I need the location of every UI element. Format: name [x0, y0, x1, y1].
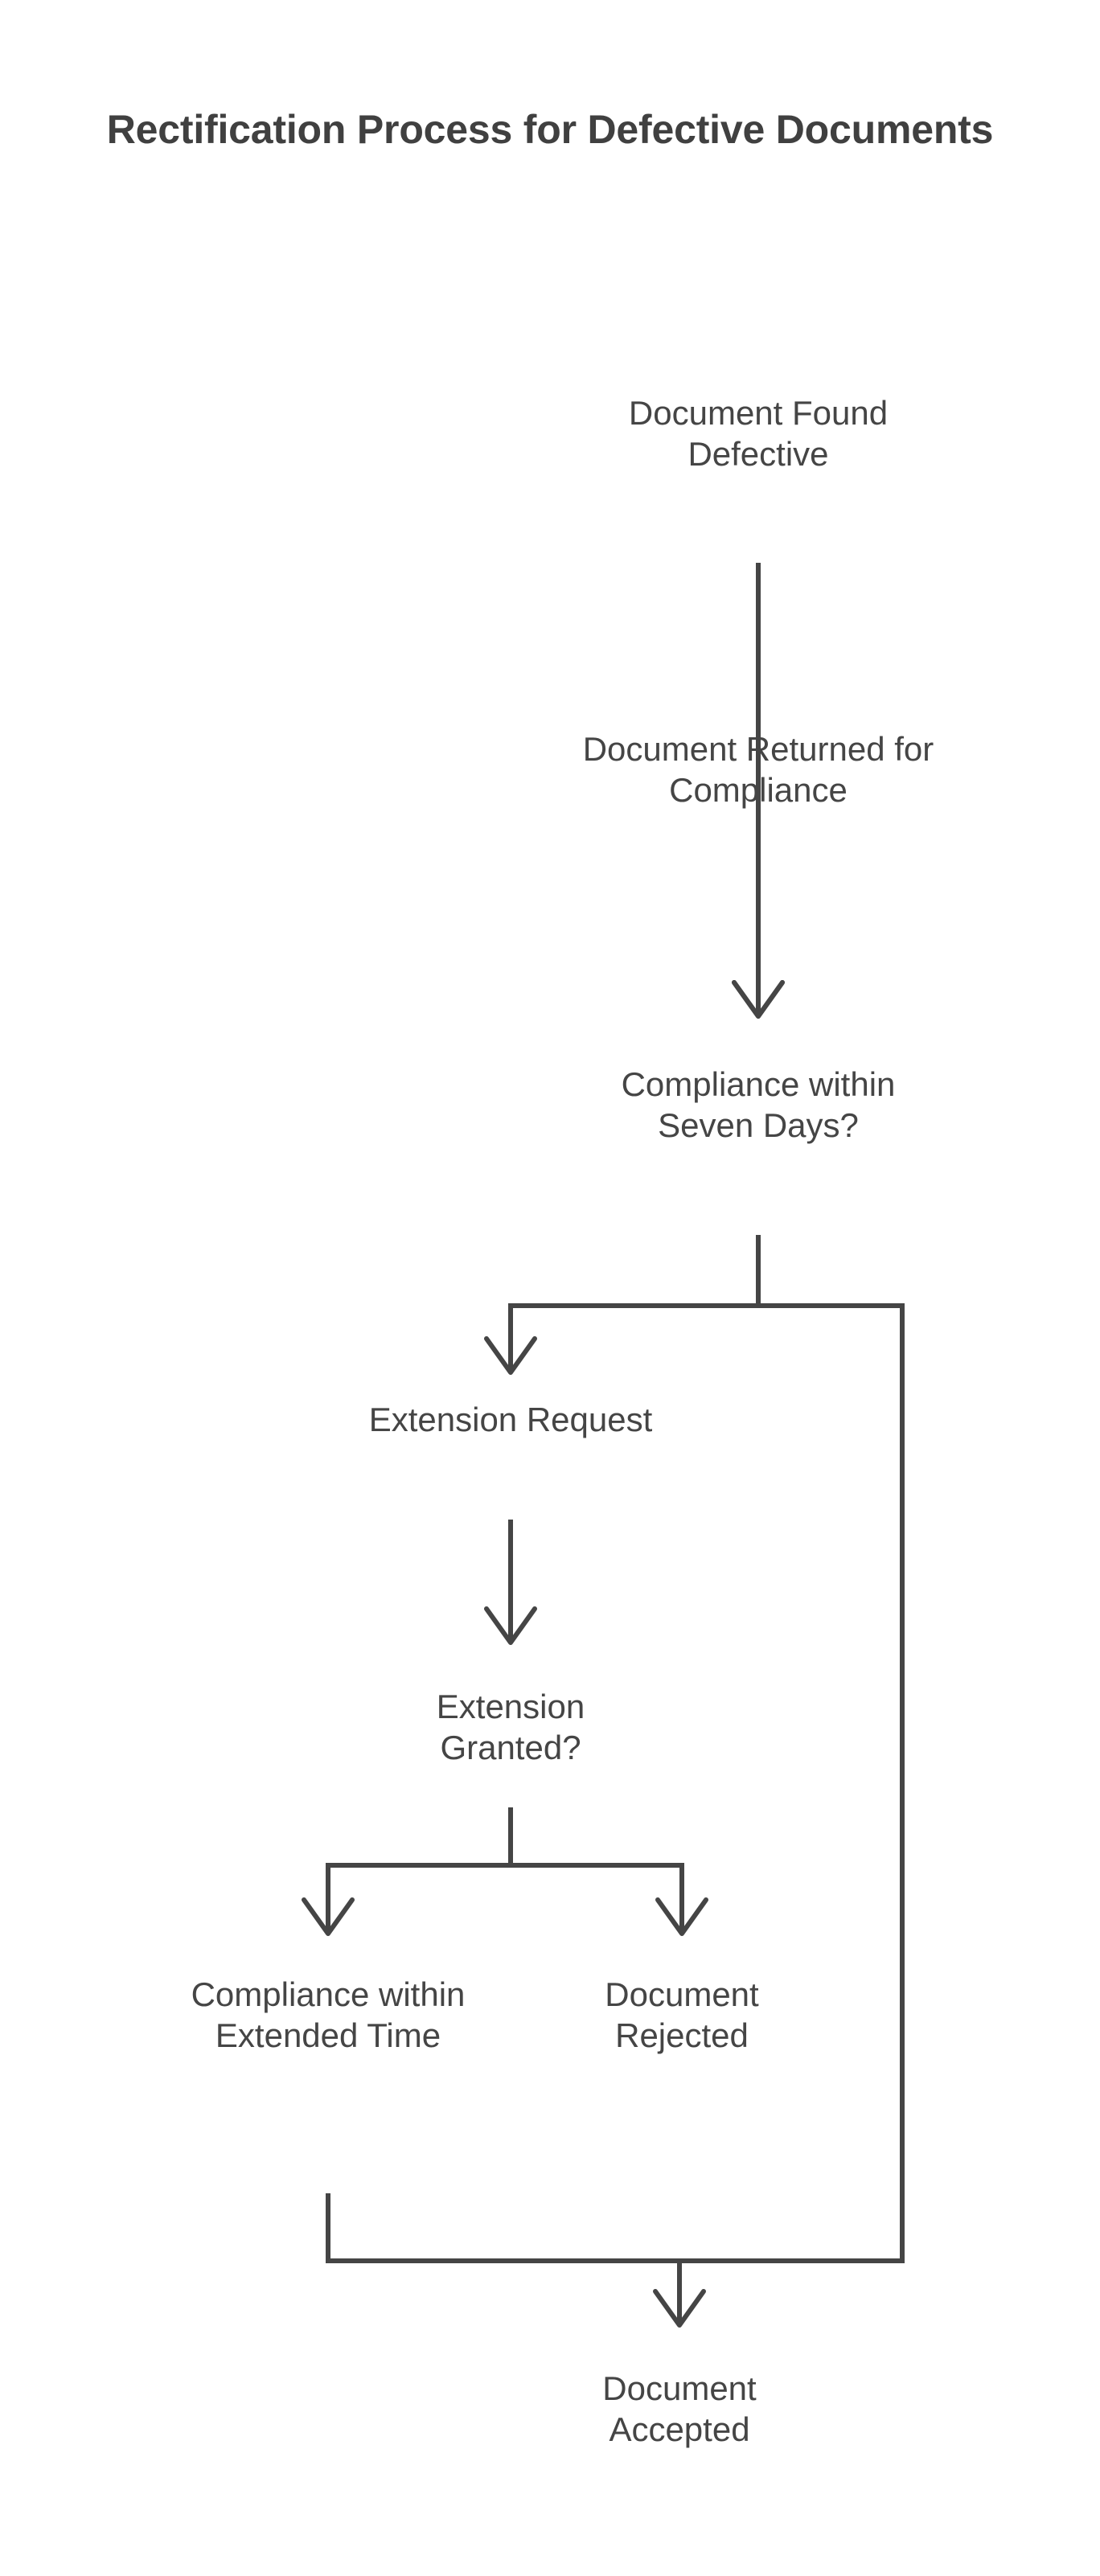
edge-merge-n8	[653, 2261, 706, 2328]
edge-n5-n6	[302, 1863, 355, 1936]
node-compliance-within-extended-time[interactable]: Compliance within Extended Time	[191, 1975, 466, 2055]
edge-n5-n7	[655, 1863, 708, 1936]
page-title: Rectification Process for Defective Docu…	[106, 107, 994, 152]
edge-n2-n3	[732, 900, 785, 1019]
node-extension-granted[interactable]: Extension Granted?	[436, 1688, 585, 1767]
node-document-rejected[interactable]: Document Rejected	[605, 1975, 759, 2055]
node-extension-request[interactable]: Extension Request	[368, 1401, 653, 1438]
node-document-returned-for-compliance[interactable]: Document Returned for Compliance	[582, 730, 934, 810]
edge-n3-n4	[484, 1303, 537, 1375]
edge-n3-split	[508, 1235, 905, 1308]
edge-n4-n5	[484, 1520, 537, 1645]
edge-n6-merge	[326, 2193, 905, 2263]
edge-n5-split	[326, 1807, 684, 1868]
node-document-accepted[interactable]: Document Accepted	[602, 2369, 757, 2449]
node-document-found-defective[interactable]: Document Found Defective	[628, 394, 889, 474]
node-compliance-within-seven-days[interactable]: Compliance within Seven Days?	[621, 1065, 896, 1145]
